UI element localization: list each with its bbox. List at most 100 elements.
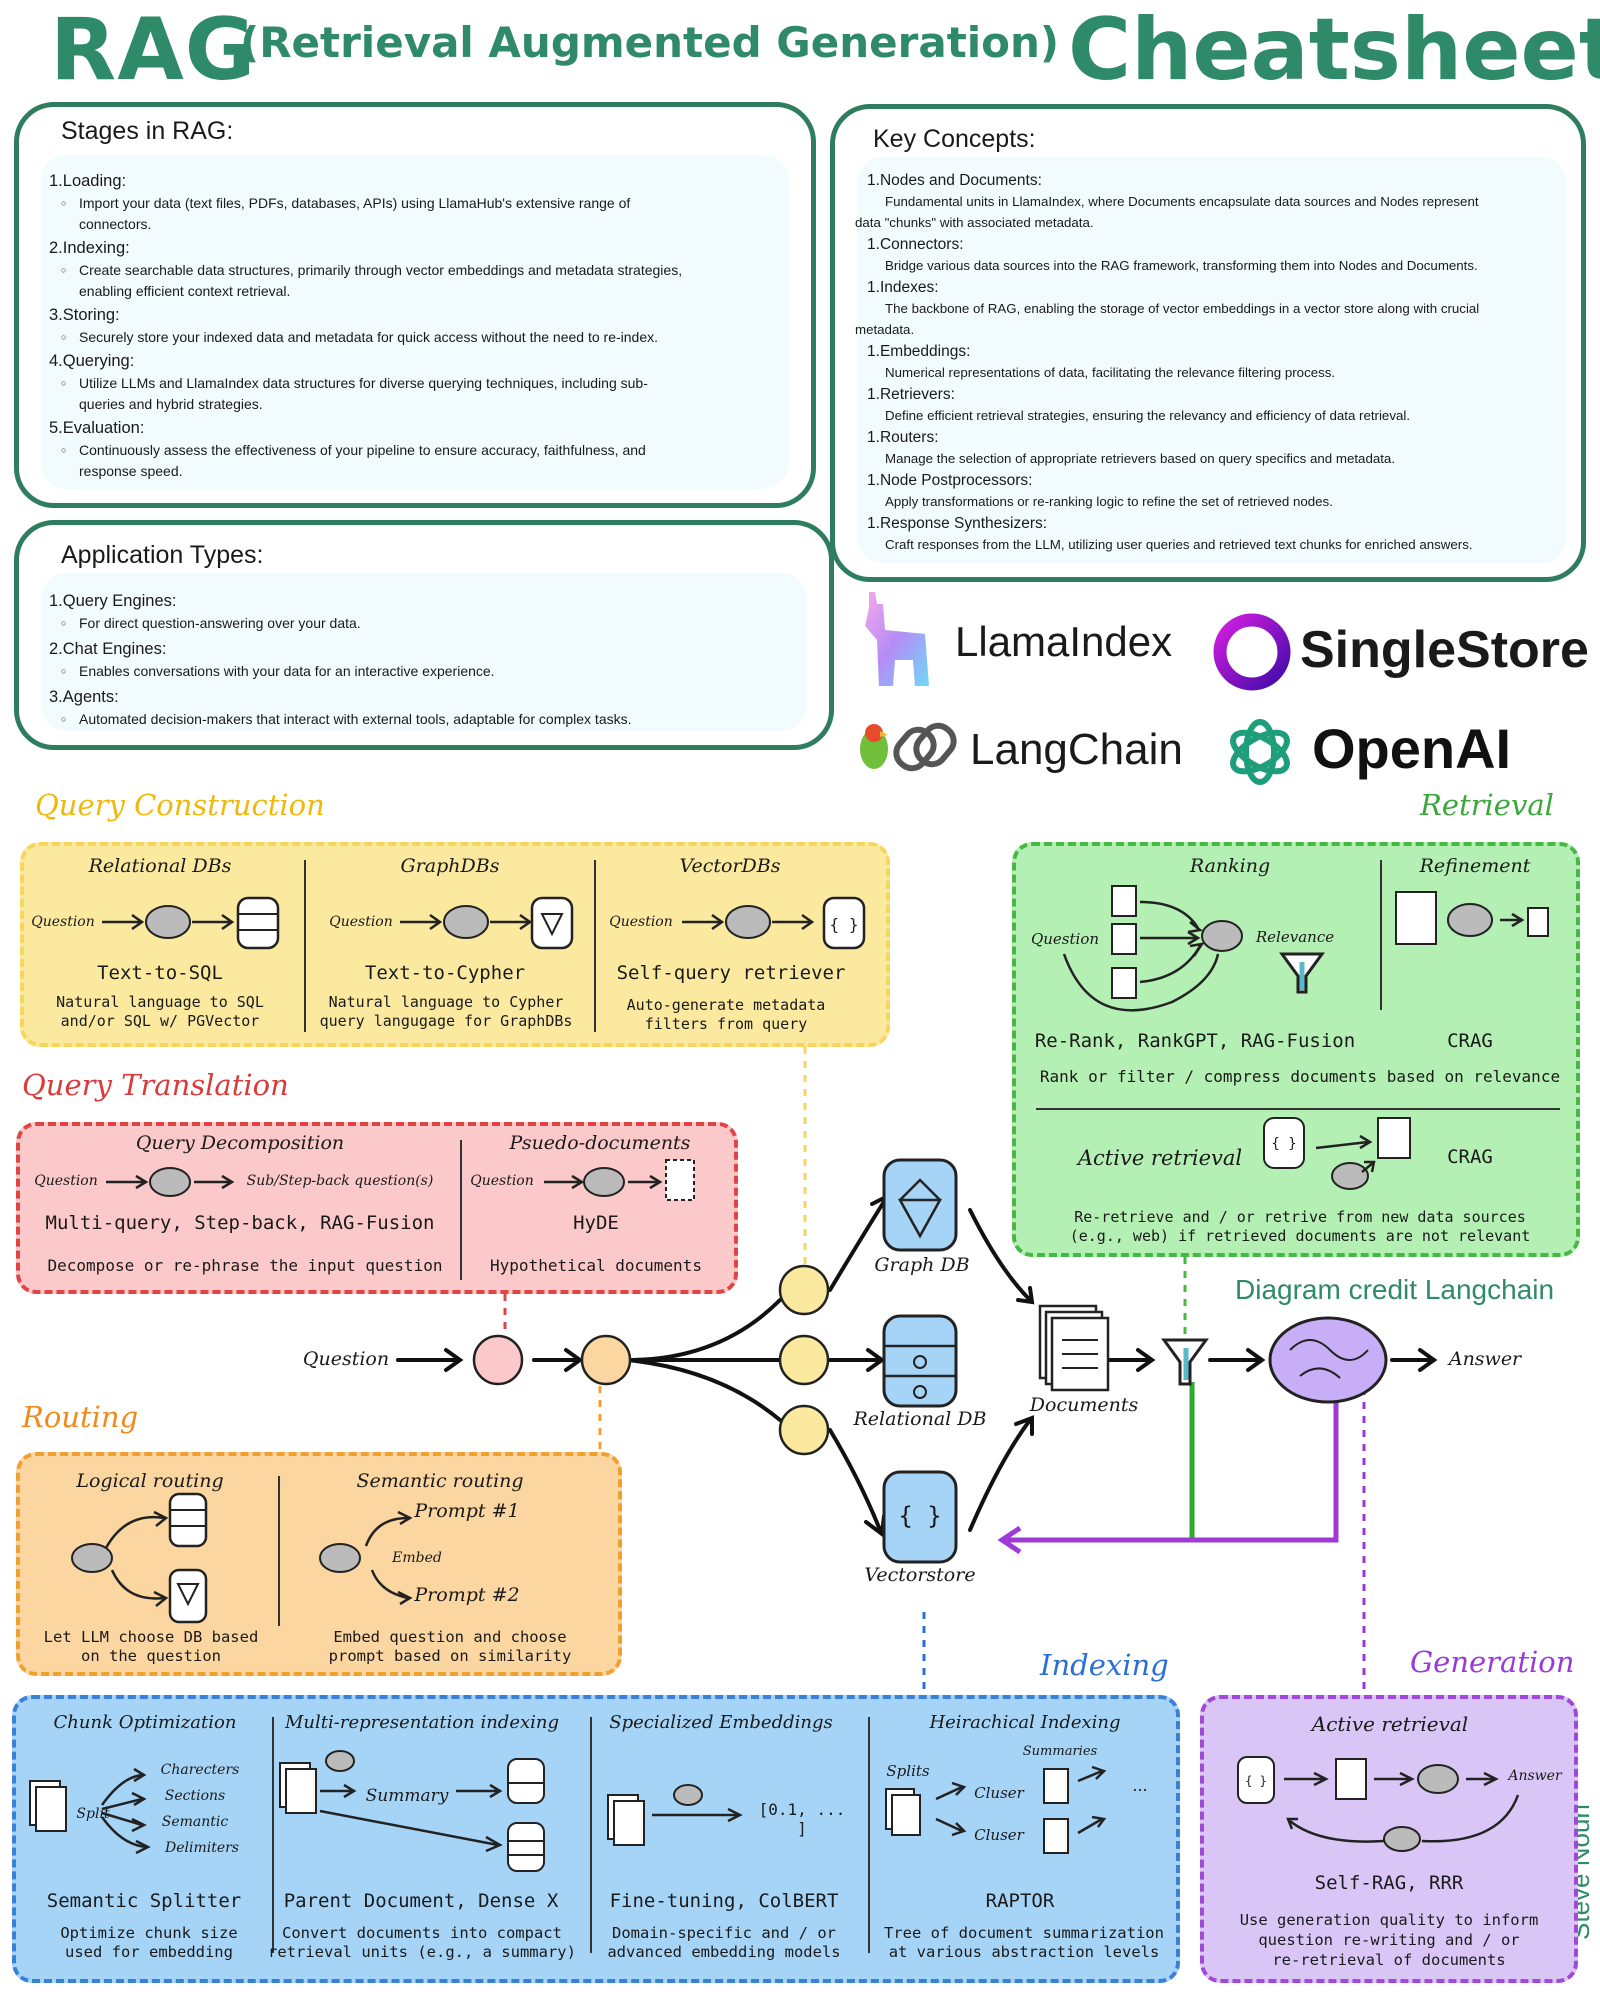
- qt-decomp-head: Query Decomposition: [135, 1132, 345, 1154]
- concepts-panel: Key Concepts: 1.Nodes and Documents: Fun…: [830, 104, 1586, 582]
- brain-icon: [725, 905, 771, 939]
- qt-multi: Multi-query, Step-back, RAG-Fusion: [45, 1212, 435, 1234]
- prompt1-label: Prompt #1: [414, 1500, 520, 1522]
- qc-head-relational: Relational DBs: [88, 855, 232, 877]
- flow-documents: Documents: [1029, 1394, 1139, 1416]
- concept-item: 1.Node Postprocessors: Apply transformat…: [867, 472, 1333, 509]
- construction-node: [778, 1404, 830, 1456]
- brain-icon: [583, 1167, 625, 1197]
- title-subtitle: (Retrieval Augmented Generation): [240, 18, 1060, 67]
- brain-icon: [319, 1543, 361, 1573]
- arrow-icon: [682, 913, 725, 931]
- parrot-chain-icon: [860, 722, 957, 772]
- query-construction-title: Query Construction: [35, 788, 325, 822]
- stage-desc: Continuously assess the effectiveness of…: [49, 440, 809, 461]
- qc-q3: Question: [609, 914, 673, 930]
- brain-icon: [1417, 1764, 1459, 1794]
- qc-q1: Question: [31, 914, 95, 930]
- vector-db-icon: [1263, 1117, 1305, 1169]
- database-icon: [168, 1492, 208, 1548]
- active-retrieval-label: Active retrieval: [1077, 1146, 1243, 1170]
- retrieval-icons: { }: [1062, 885, 1549, 1190]
- query-translation-box: [16, 1122, 738, 1294]
- diagram-credit: Diagram credit Langchain: [1235, 1274, 1555, 1305]
- apps-title: Application Types:: [61, 541, 264, 569]
- rerank-label: Re-Rank, RankGPT, RAG-Fusion: [1034, 1030, 1356, 1052]
- summaries-label: Summaries: [1022, 1744, 1098, 1759]
- cluster2-label: Cluser: [974, 1826, 1024, 1844]
- brain-icon: [149, 1167, 191, 1197]
- brain-icon: [673, 1784, 703, 1806]
- concepts-list: 1.Nodes and Documents: Fundamental units…: [855, 171, 1585, 555]
- flow-question: Question: [302, 1348, 390, 1370]
- crag-label: CRAG: [1447, 1030, 1493, 1052]
- document-icon: [1111, 885, 1137, 917]
- llama-icon: [865, 592, 929, 686]
- brain-icon: [71, 1543, 113, 1573]
- app-item: 2.Chat Engines: Enables conversations wi…: [49, 639, 829, 682]
- gen-answer: Answer: [1508, 1768, 1562, 1784]
- document-icon: [1111, 967, 1137, 999]
- title-cheatsheet: Cheatsheet: [1068, 0, 1600, 100]
- construction-node: [778, 1334, 830, 1386]
- apps-panel: Application Types: 1.Query Engines: For …: [14, 520, 834, 750]
- qt-icons: [106, 1159, 695, 1201]
- special-name: Fine-tuning, ColBERT: [609, 1890, 839, 1912]
- qc-head-graph: GraphDBs: [400, 855, 500, 877]
- stage-desc: enabling efficient context retrieval.: [79, 283, 291, 299]
- semantic-routing-head: Semantic routing: [356, 1470, 524, 1492]
- brain-icon: [145, 905, 191, 939]
- concept-item: 1.Response Synthesizers: Craft responses…: [867, 515, 1473, 552]
- generation-title: Generation: [1410, 1645, 1575, 1679]
- brain-icon: [1447, 903, 1493, 937]
- graph-db-icon: [882, 1158, 958, 1252]
- database-icon: [236, 896, 280, 950]
- documents-stack-icon: [1395, 891, 1437, 945]
- concept-item: 1.Embeddings: Numerical representations …: [867, 343, 1336, 380]
- qt-decomp-desc: Decompose or re-phrase the input questio…: [47, 1256, 443, 1275]
- vector-label: [0.1, ... ]: [758, 1800, 846, 1838]
- svg-text:{ }: { }: [830, 915, 859, 934]
- stages-list: 1.Loading: Import your data (text files,…: [49, 171, 809, 482]
- stage-desc: Create searchable data structures, prima…: [49, 260, 809, 281]
- brain-icon: [1201, 920, 1243, 952]
- database-icon: [507, 1822, 545, 1872]
- special-head: Specialized Embeddings: [609, 1712, 833, 1733]
- chunk-option: Sections: [164, 1788, 226, 1804]
- flow-vector-icon: { }: [898, 1502, 942, 1530]
- vector-db-icon: [507, 1758, 545, 1804]
- indexing-box: [12, 1695, 1180, 1983]
- retrieval-title: Retrieval: [1420, 788, 1554, 822]
- stage-desc: response speed.: [79, 463, 183, 479]
- chunk-option: Delimiters: [164, 1840, 239, 1856]
- brain-icon: [1331, 1162, 1369, 1190]
- embed-label: Embed: [392, 1550, 442, 1566]
- relevance-label: Relevance: [1255, 928, 1335, 946]
- stage-desc: Utilize LLMs and LlamaIndex data structu…: [49, 373, 809, 394]
- qc-name-cypher: Text-to-Cypher: [364, 962, 526, 984]
- rank-desc: Rank or filter / compress documents base…: [1039, 1067, 1561, 1086]
- pseudo-document-icon: [665, 1159, 695, 1201]
- multi-name: Parent Document, Dense X: [283, 1890, 559, 1912]
- llamaindex-text: LlamaIndex: [955, 618, 1173, 665]
- qc-name-sql: Text-to-SQL: [97, 962, 223, 984]
- apps-list: 1.Query Engines: For direct question-ans…: [49, 591, 829, 730]
- arrow-icon: [968, 1415, 1034, 1532]
- arrow-icon: [828, 1428, 886, 1538]
- logical-routing-head: Logical routing: [76, 1470, 224, 1492]
- summary-document-icon: [1043, 1818, 1069, 1854]
- qt-hyde: HyDE: [573, 1212, 619, 1234]
- flow-answer: Answer: [1448, 1348, 1522, 1370]
- document-icon: [1377, 1117, 1411, 1159]
- indexing-title: Indexing: [1040, 1648, 1169, 1682]
- concept-item: 1.Nodes and Documents: Fundamental units…: [855, 172, 1479, 230]
- concept-item: 1.Retrievers: Define efficient retrieval…: [867, 386, 1411, 423]
- qc-name-selfquery: Self-query retriever: [616, 962, 846, 984]
- brain-icon: [325, 1750, 355, 1772]
- openai-logo: OpenAI: [1220, 712, 1560, 792]
- langchain-logo: LangChain: [850, 715, 1200, 785]
